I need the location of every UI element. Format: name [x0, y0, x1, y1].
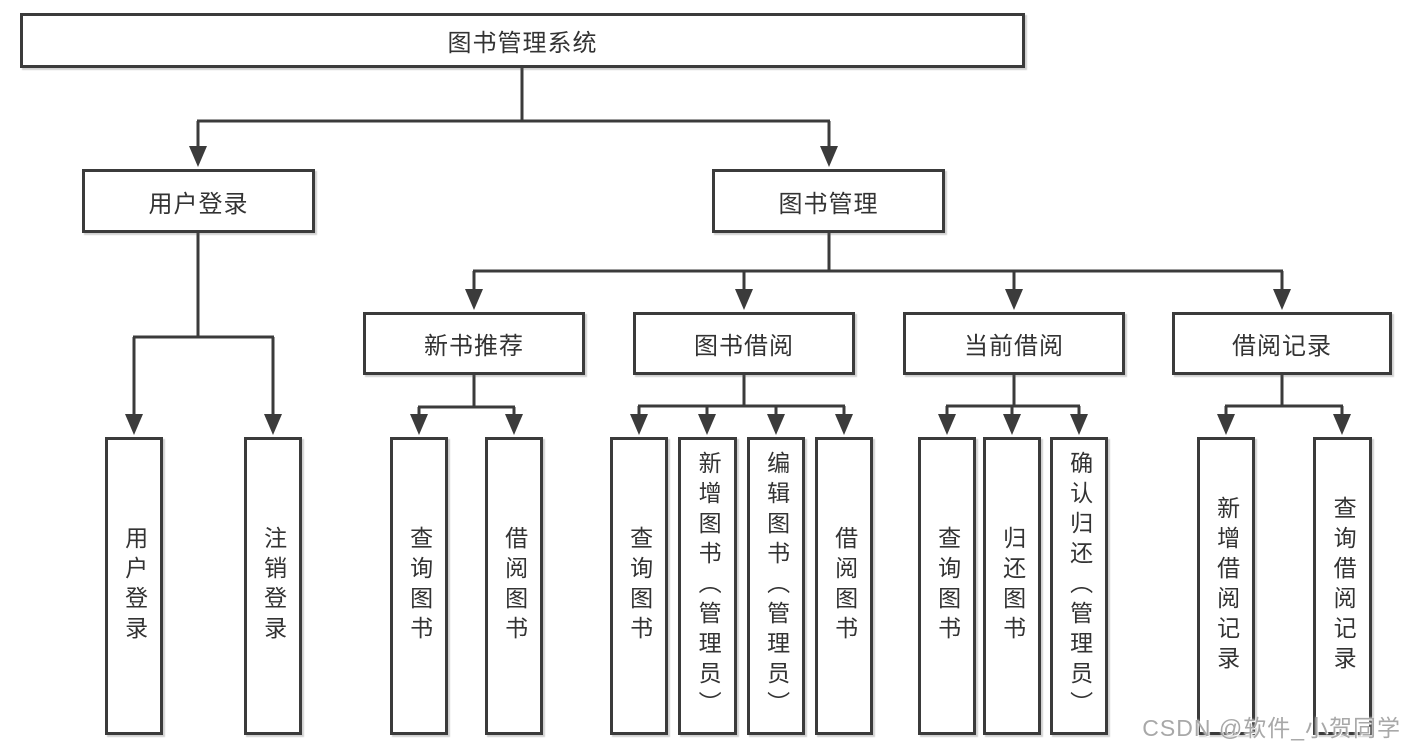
leaf-label: 查询图书: [406, 526, 433, 646]
leaf-confirm-return-admin: 确认归还（管理员）: [1050, 437, 1108, 735]
arrow-down-icon: [835, 414, 853, 435]
node-new-book-recommend: 新书推荐: [363, 312, 585, 375]
node-book-borrowing: 图书借阅: [633, 312, 855, 375]
leaf-query-borrow-record: 查询借阅记录: [1313, 437, 1372, 735]
node-label: 用户登录: [148, 190, 249, 218]
node-label: 借阅记录: [1232, 333, 1332, 360]
leaf-label: 用户登录: [121, 526, 148, 646]
leaf-label: 查询图书: [626, 526, 653, 646]
connector-newbooks-to-leaves: [410, 375, 523, 435]
leaf-label: 查询借阅记录: [1330, 496, 1357, 676]
arrow-down-icon: [189, 146, 207, 167]
leaf-add-borrow-record: 新增借阅记录: [1197, 437, 1255, 735]
leaf-label: 借阅图书: [831, 526, 858, 646]
arrow-down-icon: [1005, 289, 1023, 310]
leaf-return-books: 归还图书: [983, 437, 1041, 735]
connector-root-to-level1: [189, 68, 838, 167]
arrow-down-icon: [1217, 414, 1235, 435]
node-label: 当前借阅: [964, 333, 1064, 360]
leaf-query-books-2: 查询图书: [610, 437, 668, 735]
arrow-down-icon: [505, 414, 523, 435]
arrow-down-icon: [264, 414, 282, 435]
leaf-borrow-books-2: 借阅图书: [815, 437, 873, 735]
leaf-label: 确认归还（管理员）: [1066, 451, 1093, 721]
arrow-down-icon: [1333, 414, 1351, 435]
arrow-down-icon: [735, 289, 753, 310]
node-label: 图书管理系统: [447, 30, 598, 57]
connector-records-to-leaves: [1217, 375, 1351, 435]
leaf-label: 归还图书: [999, 526, 1026, 646]
arrow-down-icon: [410, 414, 428, 435]
connector-borrowing-to-leaves: [630, 375, 853, 435]
connector-userlogin-to-leaves: [125, 233, 282, 435]
node-user-login: 用户登录: [82, 169, 315, 233]
connector-current-to-leaves: [938, 375, 1088, 435]
arrow-down-icon: [767, 414, 785, 435]
node-current-borrowing: 当前借阅: [903, 312, 1125, 375]
leaf-borrow-books-1: 借阅图书: [485, 437, 543, 735]
leaf-add-books-admin: 新增图书（管理员）: [678, 437, 737, 735]
leaf-query-books-1: 查询图书: [390, 437, 448, 735]
arrow-down-icon: [1273, 289, 1291, 310]
connector-bookmgmt-to-level2: [465, 233, 1291, 310]
leaf-label: 注销登录: [260, 526, 287, 646]
arrow-down-icon: [698, 414, 716, 435]
leaf-logout: 注销登录: [244, 437, 302, 735]
arrow-down-icon: [125, 414, 143, 435]
leaf-query-books-3: 查询图书: [918, 437, 976, 735]
leaf-edit-books-admin: 编辑图书（管理员）: [747, 437, 805, 735]
arrow-down-icon: [465, 289, 483, 310]
leaf-label: 新增借阅记录: [1213, 496, 1240, 676]
node-label: 新书推荐: [424, 333, 524, 360]
arrow-down-icon: [820, 146, 838, 167]
leaf-label: 编辑图书（管理员）: [763, 451, 790, 721]
node-borrowing-records: 借阅记录: [1172, 312, 1392, 375]
leaf-user-login: 用户登录: [105, 437, 163, 735]
node-book-management: 图书管理: [712, 169, 945, 233]
leaf-label: 新增图书（管理员）: [695, 451, 722, 721]
arrow-down-icon: [938, 414, 956, 435]
node-label: 图书管理: [778, 190, 879, 218]
csdn-watermark: CSDN @软件_小贺同学: [1142, 715, 1401, 741]
node-label: 图书借阅: [694, 333, 794, 360]
arrow-down-icon: [630, 414, 648, 435]
node-root-library-system: 图书管理系统: [20, 13, 1025, 68]
arrow-down-icon: [1003, 414, 1021, 435]
leaf-label: 借阅图书: [501, 526, 528, 646]
arrow-down-icon: [1070, 414, 1088, 435]
leaf-label: 查询图书: [934, 526, 961, 646]
